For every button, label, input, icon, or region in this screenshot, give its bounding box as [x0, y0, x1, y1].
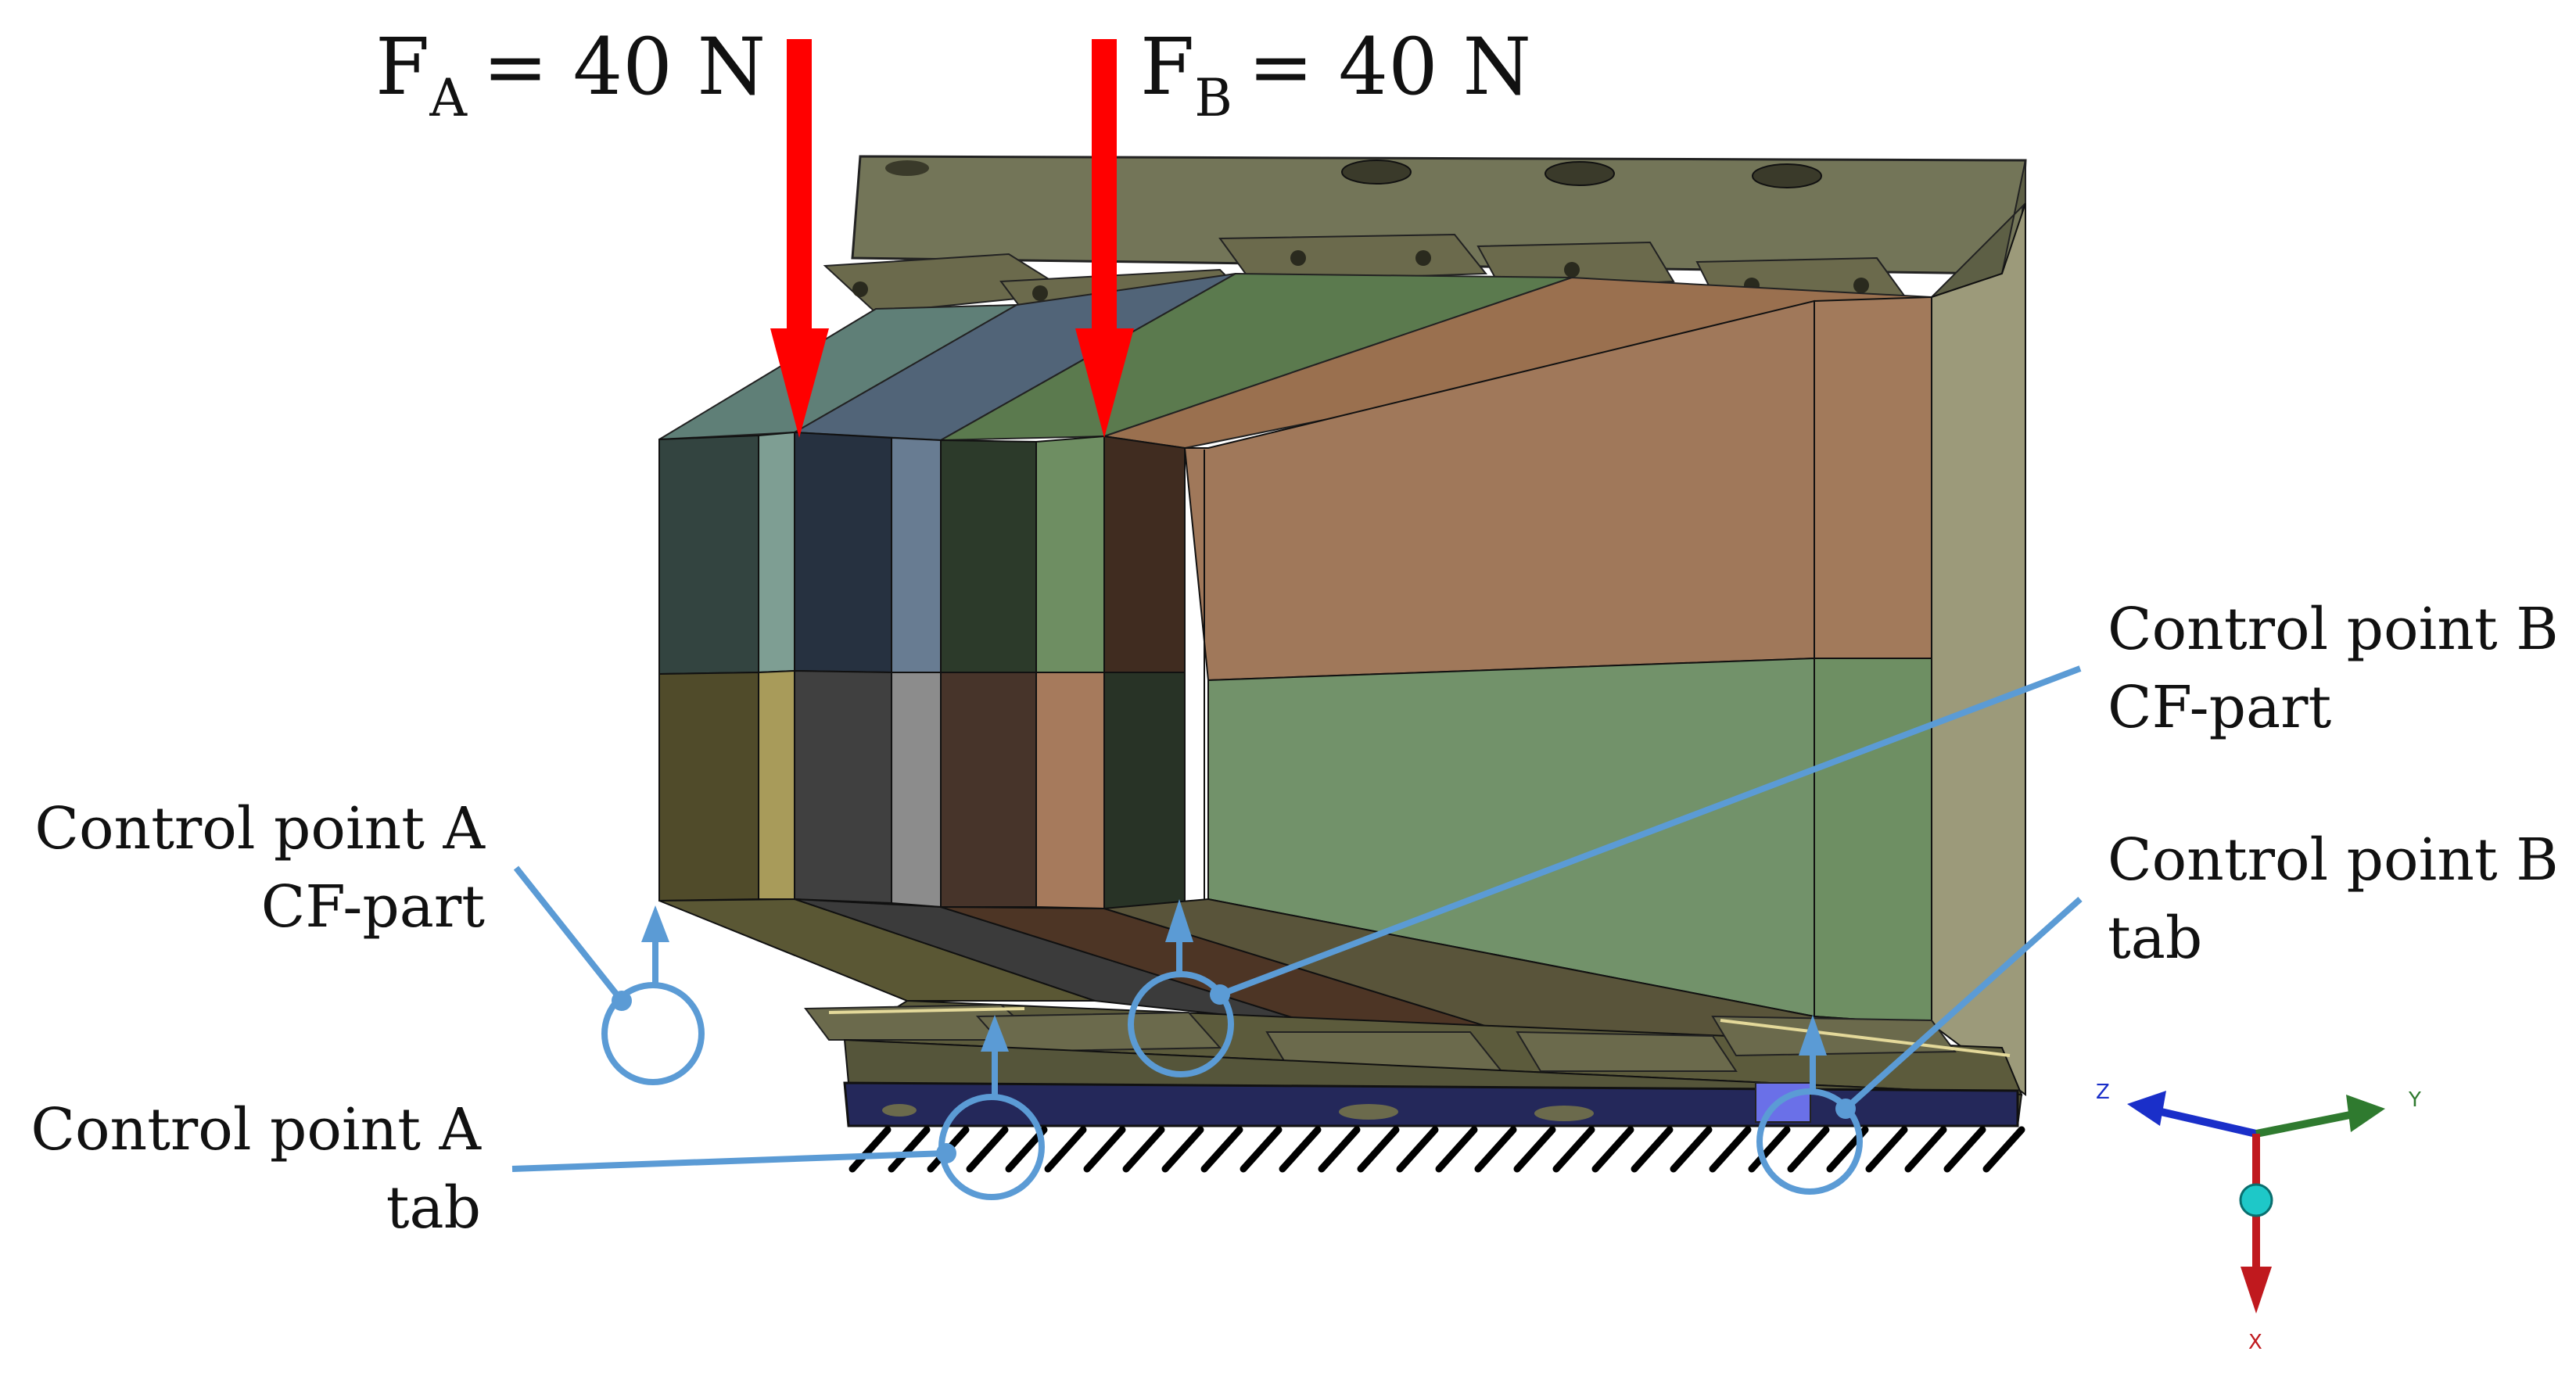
- hatch-stroke: [1161, 1126, 1204, 1173]
- force-label-b: FB = 40 N: [1140, 21, 1531, 128]
- callout-b-cf-line1: Control point B: [2108, 596, 2559, 663]
- force-arrow-a-shaft: [787, 39, 812, 328]
- force-a-subscript: A: [429, 68, 468, 128]
- hatch-stroke: [1865, 1126, 1908, 1173]
- hatch-stroke: [1435, 1126, 1478, 1173]
- force-b-value: = 40 N: [1248, 21, 1531, 113]
- hatch-stroke: [1083, 1126, 1126, 1173]
- front-faces-lower: [658, 657, 1815, 1018]
- force-arrow-b-shaft: [1092, 39, 1117, 328]
- hatch-stroke: [1591, 1126, 1634, 1173]
- callout-b-tab-line2: tab: [2108, 905, 2202, 972]
- hatch-stroke: [1904, 1126, 1947, 1173]
- hatch-stroke: [1474, 1126, 1517, 1173]
- force-a-base: F: [375, 21, 429, 113]
- callout-b-tab-line1: Control point B: [2108, 826, 2559, 894]
- hatch-stroke: [1670, 1126, 1713, 1173]
- force-b-base: F: [1140, 21, 1194, 113]
- front-faces-upper: [658, 299, 1815, 899]
- force-arrow-b: [1075, 39, 1134, 438]
- hatch-stroke: [1513, 1126, 1556, 1173]
- coordinate-triad: Z Y X: [2096, 1081, 2421, 1354]
- bottom-tabs: [804, 1003, 2011, 1072]
- hatch-stroke: [1240, 1126, 1283, 1173]
- callout-a-cf-line2: CF-part: [261, 873, 486, 941]
- force-b-subscript: B: [1194, 68, 1232, 128]
- y-axis-line: [2255, 1110, 2355, 1138]
- hatch-stroke: [1982, 1126, 2025, 1173]
- base-plate: [843, 1038, 2023, 1127]
- z-axis-arrowhead: [2127, 1091, 2166, 1126]
- callout-a-cf: [513, 866, 705, 1085]
- hatch-stroke: [1200, 1126, 1243, 1173]
- x-axis-arrowhead: [2241, 1267, 2272, 1314]
- hatch-stroke: [1552, 1126, 1595, 1173]
- hatch-stroke: [1044, 1126, 1087, 1173]
- hatch-stroke: [888, 1126, 931, 1173]
- hatch-stroke: [1748, 1126, 1791, 1173]
- force-arrow-b-head: [1075, 328, 1134, 438]
- hatch-stroke: [1396, 1126, 1439, 1173]
- hatch-stroke: [1279, 1126, 1322, 1173]
- force-a-value: = 40 N: [483, 21, 766, 113]
- hatch-stroke: [1709, 1126, 1752, 1173]
- hatch-stroke: [1631, 1126, 1674, 1173]
- callout-b-cf: [1128, 665, 2082, 1077]
- right-side-panel: [1814, 203, 2026, 1096]
- y-axis-arrowhead: [2346, 1095, 2385, 1132]
- hatch-stroke: [849, 1126, 892, 1173]
- callout-a-tab-line1: Control point A: [30, 1096, 482, 1163]
- x-axis-label: X: [2248, 1331, 2262, 1354]
- z-axis-label: Z: [2096, 1081, 2110, 1104]
- callout-b-cf-line2: CF-part: [2108, 674, 2332, 741]
- callout-b-tab: [1756, 897, 2083, 1195]
- callout-a-tab-line2: tab: [386, 1174, 481, 1242]
- force-arrow-a-head: [770, 328, 829, 438]
- triad-origin-marker: [2239, 1183, 2273, 1217]
- hatch-stroke: [966, 1126, 1009, 1173]
- hatch-stroke: [1357, 1126, 1400, 1173]
- z-axis-line: [2153, 1106, 2258, 1138]
- callout-a-cf-line1: Control point A: [34, 795, 486, 862]
- hatch-stroke: [1787, 1126, 1830, 1173]
- hatch-stroke: [1318, 1126, 1361, 1173]
- hatch-stroke: [1943, 1126, 1986, 1173]
- ground-support-hatching: [849, 1126, 2025, 1173]
- force-label-a: FA= 40 N: [375, 21, 766, 128]
- force-arrow-a: [770, 39, 829, 438]
- y-axis-label: Y: [2408, 1088, 2421, 1112]
- hatch-stroke: [1122, 1126, 1165, 1173]
- callout-a-tab: [511, 1015, 1045, 1200]
